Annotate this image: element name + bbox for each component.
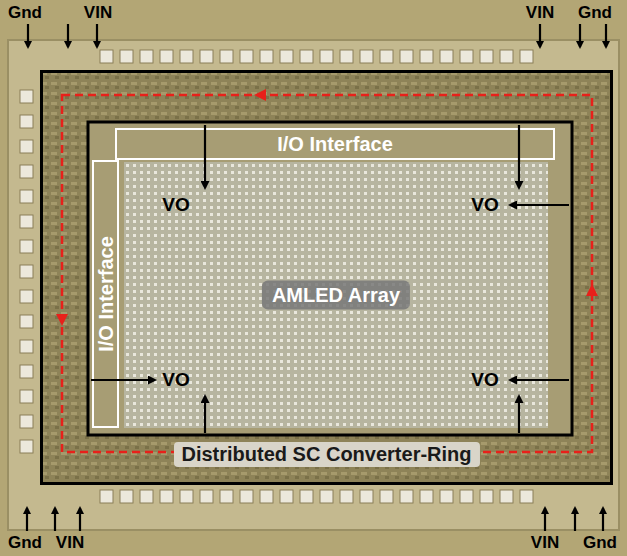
band-label: I/O Interface — [94, 236, 117, 352]
array-label: AMLED Array — [262, 281, 410, 310]
io-interface-band: I/O Interface — [92, 160, 119, 428]
converter-ring: Distributed SC Converter-Ring I/O Interfa… — [40, 70, 613, 485]
io-interface-band: I/O Interface — [115, 128, 555, 160]
pin-label: VIN — [84, 3, 112, 23]
output-voltage-label: VO — [471, 369, 498, 391]
ring-label: Distributed SC Converter-Ring — [173, 442, 479, 467]
band-label: I/O Interface — [277, 133, 393, 156]
pin-label: Gnd — [583, 533, 617, 553]
pin-label: VIN — [531, 533, 559, 553]
output-voltage-label: VO — [162, 369, 189, 391]
pin-label: VIN — [56, 533, 84, 553]
output-voltage-label: VO — [471, 194, 498, 216]
pin-label: Gnd — [8, 3, 42, 23]
pin-label: Gnd — [578, 3, 612, 23]
pin-label: VIN — [526, 3, 554, 23]
output-voltage-label: VO — [162, 194, 189, 216]
pin-label: Gnd — [8, 533, 42, 553]
